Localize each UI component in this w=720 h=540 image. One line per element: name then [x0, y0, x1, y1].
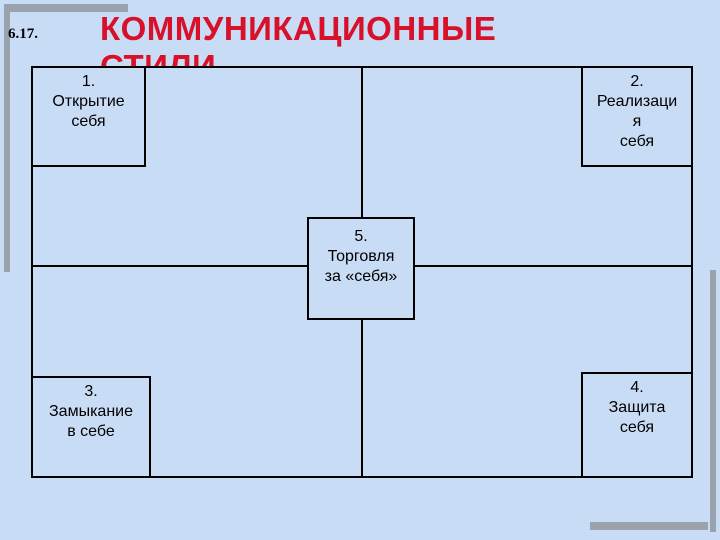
- vertical-line-bottom: [361, 318, 363, 478]
- box-3-number: 3.: [84, 383, 98, 400]
- box-1-line2: себя: [71, 113, 106, 130]
- box-2-line1: Реализаци: [596, 93, 678, 110]
- decor-bar-top: [4, 4, 128, 12]
- style-box-1: 1. Открытие себя: [31, 66, 146, 167]
- box-4-number: 4.: [630, 379, 644, 396]
- style-box-5: 5. Торговля за «себя»: [307, 217, 415, 320]
- box-2-line3: себя: [619, 133, 655, 150]
- decor-bar-bottom: [590, 522, 708, 530]
- box-4-line1: Защита: [608, 399, 666, 416]
- style-box-3: 3. Замыкание в себе: [31, 376, 151, 478]
- box-5-number: 5.: [354, 228, 368, 245]
- box-1-number: 1.: [81, 73, 96, 90]
- box-3-line2: в себе: [67, 423, 115, 440]
- vertical-line-top: [361, 66, 363, 218]
- horizontal-line-right: [414, 265, 693, 267]
- slide-number: 6.17.: [8, 26, 38, 42]
- box-5-line1: Торговля: [327, 248, 395, 265]
- decor-bar-right: [710, 270, 716, 532]
- box-4-line2: себя: [619, 419, 655, 436]
- box-5-line2: за «себя»: [324, 268, 398, 285]
- decor-bar-left: [4, 4, 10, 272]
- box-2-number: 2.: [630, 73, 644, 90]
- style-box-4: 4. Защита себя: [581, 372, 693, 478]
- horizontal-line-left: [31, 265, 308, 267]
- box-2-line2: я: [632, 113, 642, 130]
- style-box-2: 2. Реализаци я себя: [581, 66, 693, 167]
- box-1-line1: Открытие: [52, 93, 125, 110]
- box-3-line1: Замыкание: [49, 403, 133, 420]
